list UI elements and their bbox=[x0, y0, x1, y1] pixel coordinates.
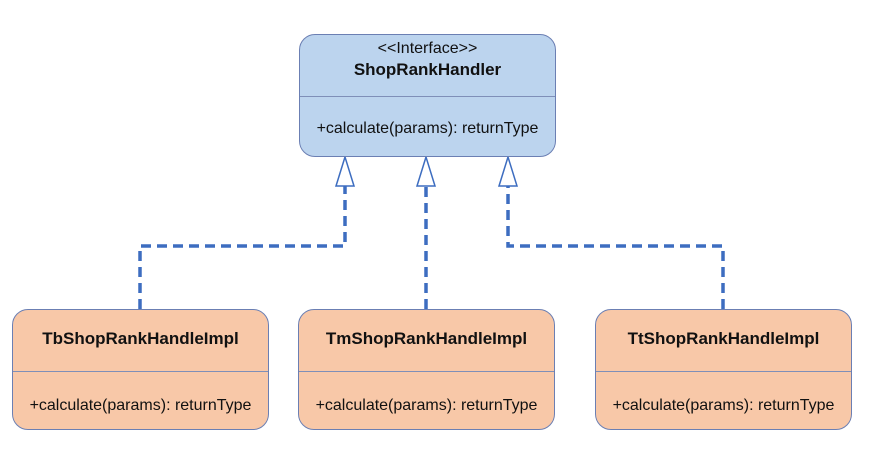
impl-name: TmShopRankHandleImpl bbox=[325, 329, 528, 348]
impl-method: +calculate(params): returnType bbox=[612, 397, 835, 414]
impl-divider bbox=[13, 371, 268, 372]
impl-header: TtShopRankHandleImpl bbox=[596, 310, 851, 370]
impl-box-tt: TtShopRankHandleImpl +calculate(params):… bbox=[595, 309, 852, 430]
impl-method: +calculate(params): returnType bbox=[315, 397, 538, 414]
impl-header: TbShopRankHandleImpl bbox=[13, 310, 268, 370]
interface-divider bbox=[300, 96, 555, 97]
realization-arrowhead-tb bbox=[334, 154, 356, 187]
impl-divider bbox=[596, 371, 851, 372]
connector-tb bbox=[138, 186, 347, 309]
realization-arrowhead-tt bbox=[497, 154, 519, 187]
impl-name: TbShopRankHandleImpl bbox=[42, 329, 239, 348]
impl-box-tm: TmShopRankHandleImpl +calculate(params):… bbox=[298, 309, 555, 430]
interface-method: +calculate(params): returnType bbox=[316, 120, 539, 137]
impl-method: +calculate(params): returnType bbox=[29, 397, 252, 414]
impl-box-tb: TbShopRankHandleImpl +calculate(params):… bbox=[12, 309, 269, 430]
realization-arrowhead-tm bbox=[415, 154, 437, 187]
impl-header: TmShopRankHandleImpl bbox=[299, 310, 554, 370]
interface-header: <<Interface>> ShopRankHandler bbox=[300, 35, 555, 96]
interface-stereotype: <<Interface>> bbox=[377, 40, 478, 57]
connector-tt bbox=[506, 186, 725, 309]
impl-name: TtShopRankHandleImpl bbox=[627, 329, 820, 348]
interface-name: ShopRankHandler bbox=[353, 60, 502, 79]
interface-box: <<Interface>> ShopRankHandler +calculate… bbox=[299, 34, 556, 157]
impl-divider bbox=[299, 371, 554, 372]
